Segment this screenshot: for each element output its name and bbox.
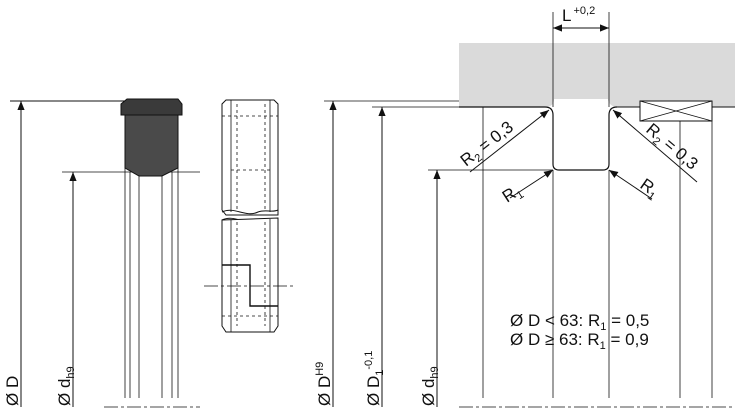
step-cut bbox=[222, 264, 278, 307]
groove-profile bbox=[459, 106, 618, 171]
side-view-upper bbox=[221, 99, 279, 216]
leader-R1-left bbox=[509, 169, 554, 199]
label-R1-right: R1 bbox=[635, 175, 663, 204]
dim-label-d2: Ø dh9 bbox=[419, 366, 441, 406]
dim-label-DH: Ø DH9 bbox=[314, 362, 334, 406]
seal-cross-section bbox=[10, 98, 200, 408]
leader-R1-right bbox=[608, 169, 653, 200]
leader-R2-right bbox=[612, 109, 698, 183]
note-line-1: Ø D < 63: R1 = 0,5 bbox=[510, 311, 649, 333]
seal-side-view bbox=[204, 99, 294, 333]
label-R2-left: R2 = 0,3 bbox=[457, 117, 519, 172]
seal-cap bbox=[120, 98, 183, 116]
seal-body bbox=[124, 114, 179, 177]
dim-label-D1: Ø D1-0,1 bbox=[363, 351, 386, 406]
note-line-2: Ø D ≥ 63: R1 = 0,9 bbox=[510, 330, 649, 352]
label-R1-left: R1 bbox=[499, 180, 526, 208]
leader-R2-left bbox=[469, 109, 550, 173]
housing-groove-view bbox=[324, 12, 735, 408]
dim-label-d: Ø dh9 bbox=[55, 366, 77, 406]
dim-label-L: L+0,2 bbox=[562, 5, 595, 25]
housing bbox=[459, 43, 735, 107]
label-R2-right: R2 = 0,3 bbox=[641, 120, 702, 176]
dim-label-D: Ø D bbox=[3, 376, 22, 406]
